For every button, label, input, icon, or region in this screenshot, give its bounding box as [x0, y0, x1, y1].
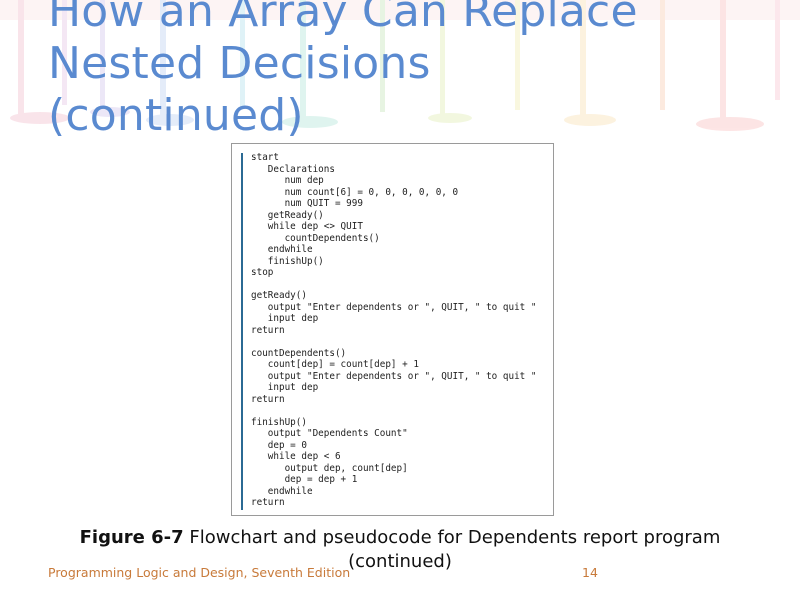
figure-caption-text: Flowchart and pseudocode for Dependents … [183, 527, 721, 572]
slide-title-line-1: How an Array Can Replace [48, 0, 638, 37]
paint-drip-background [0, 0, 800, 131]
figure-caption: Figure 6-7 Flowchart and pseudocode for … [60, 526, 740, 574]
slide-title-line-2: Nested Decisions [48, 38, 431, 89]
footer-page-number: 14 [582, 565, 598, 580]
pseudocode-listing: start Declarations num dep num count[6] … [251, 152, 537, 508]
slide-title-line-3: (continued) [48, 90, 304, 141]
figure-caption-label: Figure 6-7 [79, 527, 184, 548]
footer-book-title: Programming Logic and Design, Seventh Ed… [48, 565, 351, 580]
figure-accent-bar [241, 153, 243, 510]
slide-title: How an Array Can Replace Nested Decision… [48, 0, 638, 142]
pseudocode-figure: start Declarations num dep num count[6] … [231, 143, 554, 516]
